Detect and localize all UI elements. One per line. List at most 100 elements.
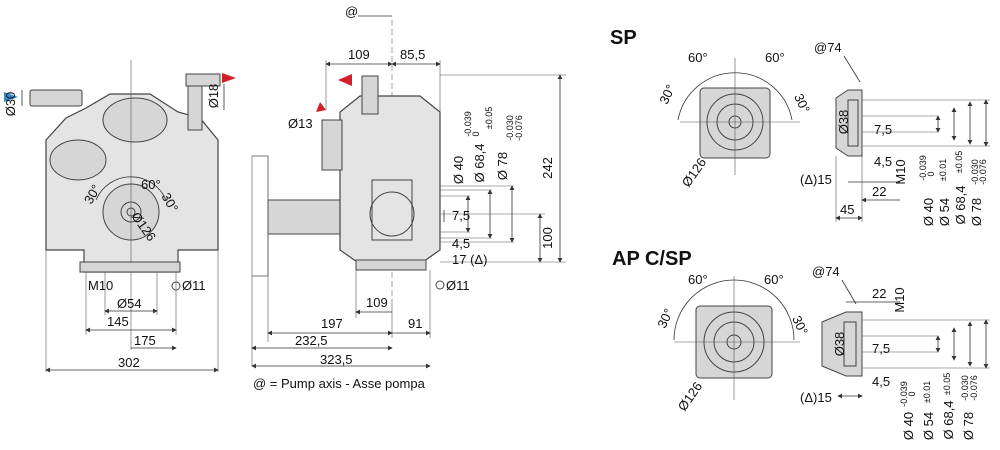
side-bolt-hole-icon (435, 280, 445, 290)
side-w109-bot-label: 109 (366, 295, 388, 310)
apcsp-v7: 7,5 (872, 341, 890, 356)
side-d40-tol-lo: 0 (471, 131, 481, 136)
d54-label: Ø54 (117, 296, 142, 311)
w85-label: 85,5 (400, 47, 425, 62)
sp-v22: 22 (872, 184, 886, 199)
h100-label: 100 (540, 227, 555, 249)
w109-top-label: 109 (348, 47, 370, 62)
outlet-pipe-top (185, 73, 221, 87)
side-d40-label: Ø 40 (451, 156, 466, 184)
apcsp-angle-mid2: 60° (764, 272, 784, 287)
side-d78-tol-lo: -0.076 (514, 115, 524, 141)
side-v7-label: 7,5 (452, 208, 470, 223)
sp-angle-right: 30° (791, 91, 813, 115)
side-d68-tol: ±0.05 (484, 107, 494, 129)
sp-title: SP (610, 27, 637, 49)
apcsp-d68: Ø 68,4 (941, 400, 956, 439)
sp-v45: 45 (840, 202, 854, 217)
side-d78-label: Ø 78 (495, 152, 510, 180)
pump-side-feet (355, 259, 427, 271)
sp-angle-left: 30° (656, 82, 678, 106)
sp-d68: Ø 68,4 (953, 185, 968, 224)
apcsp-d40-tol-up: -0.039 (899, 381, 909, 407)
accumulator (49, 139, 107, 181)
apcsp-angle-right: 30° (789, 313, 811, 337)
sp-angle-mid1: 60° (688, 50, 708, 65)
front-view: Ø30 Ø18 30° 60° 30° Ø126 M10 Ø11 Ø54 145… (3, 60, 236, 373)
legend-text: @ = Pump axis - Asse pompa (253, 376, 426, 391)
sp-angle-mid2: 60° (765, 50, 785, 65)
side-view: @ 109 85,5 Ø13 242 100 (251, 4, 566, 369)
sp-v7: 7,5 (874, 122, 892, 137)
apcsp-d78-tol-up: -0.030 (960, 375, 970, 401)
side-v17-label: 17 (Δ) (452, 252, 487, 267)
side-d11-label: Ø11 (446, 278, 470, 293)
sp-d54-tol: ±0.01 (938, 159, 948, 181)
apcsp-v4: 4,5 (872, 374, 890, 389)
apcsp-d78: Ø 78 (961, 412, 976, 440)
side-d40-tol-up: -0.039 (463, 111, 473, 137)
apcsp-d54: Ø 54 (921, 412, 936, 440)
apcsp-d68-tol: ±0.05 (942, 373, 952, 395)
inlet-arrow-icon (4, 92, 18, 102)
apcsp-angle-mid1: 60° (688, 272, 708, 287)
m10-label: M10 (88, 278, 113, 293)
sp-d40: Ø 40 (921, 198, 936, 226)
sp-v4: 4,5 (874, 154, 892, 169)
apcsp-v15: (Δ)15 (800, 390, 832, 405)
d30-label: Ø30 (3, 92, 18, 117)
sp-m10: M10 (893, 159, 908, 184)
sp-v15: (Δ)15 (800, 172, 832, 187)
sp-d78-tol-lo: -0.076 (978, 159, 988, 185)
sp-section: SP 60° 60° 30° 30° Ø126 @74 Ø38 7,5 4,5 … (610, 27, 990, 226)
pump-body (45, 93, 219, 273)
side-flange (369, 191, 415, 237)
side-outlet-pipe (361, 75, 379, 115)
apcsp-d38: Ø38 (832, 332, 847, 357)
sp-d40-tol-lo: 0 (926, 171, 936, 176)
apcsp-section: AP C/SP 60° 60° 30° 30° Ø126 @74 Ø38 22 … (612, 248, 990, 440)
side-w91-label: 91 (408, 316, 422, 331)
side-d68-label: Ø 68,4 (472, 143, 487, 182)
apcsp-d78-tol-lo: -0.076 (969, 375, 979, 401)
side-w323-label: 323,5 (320, 352, 353, 367)
sp-d126: Ø126 (679, 155, 710, 190)
d13-arrow-icon (316, 102, 326, 112)
side-w232-label: 232,5 (295, 333, 328, 348)
apcsp-v22: 22 (872, 286, 886, 301)
outlet-pipe (187, 79, 203, 131)
sp-a74: @74 (814, 40, 842, 55)
apcsp-a74: @74 (812, 264, 840, 279)
apcsp-m10: M10 (892, 287, 907, 312)
side-hose (321, 119, 343, 171)
d18-label: Ø18 (206, 84, 221, 109)
angle-mid-label: 60° (141, 177, 161, 192)
side-v4-label: 4,5 (452, 236, 470, 251)
h242-label: 242 (540, 157, 555, 179)
side-d78-tol-up: -0.030 (505, 115, 515, 141)
axis-symbol: @ (345, 4, 358, 19)
sp-d68-tol: ±0.05 (954, 151, 964, 173)
d13-label: Ø13 (288, 116, 313, 131)
sp-d38: Ø38 (836, 110, 851, 135)
sp-d78: Ø 78 (969, 198, 984, 226)
side-w197-label: 197 (321, 316, 343, 331)
pump-dome (102, 97, 168, 143)
apcsp-d40-tol-lo: 0 (907, 391, 917, 396)
outlet-arrow-icon (222, 73, 236, 83)
apcsp-d40: Ø 40 (901, 412, 916, 440)
w175-label: 175 (134, 333, 156, 348)
inlet-pipe (29, 89, 83, 107)
apcsp-angle-left: 30° (654, 306, 676, 330)
sp-d54: Ø 54 (937, 198, 952, 226)
apcsp-d126: Ø126 (675, 379, 706, 414)
w145-label: 145 (107, 314, 129, 329)
side-outlet-arrow-icon (338, 74, 352, 86)
side-vertical-dims: 242 100 Ø 40 -0.039 0 Ø 68,4 ±0.05 Ø 78 … (440, 74, 566, 267)
sp-d78-tol-up: -0.030 (970, 159, 980, 185)
d11-label: Ø11 (182, 278, 206, 293)
shaft-coupling (267, 199, 341, 235)
apcsp-d54-tol: ±0.01 (922, 381, 932, 403)
apcsp-title: AP C/SP (612, 248, 692, 270)
